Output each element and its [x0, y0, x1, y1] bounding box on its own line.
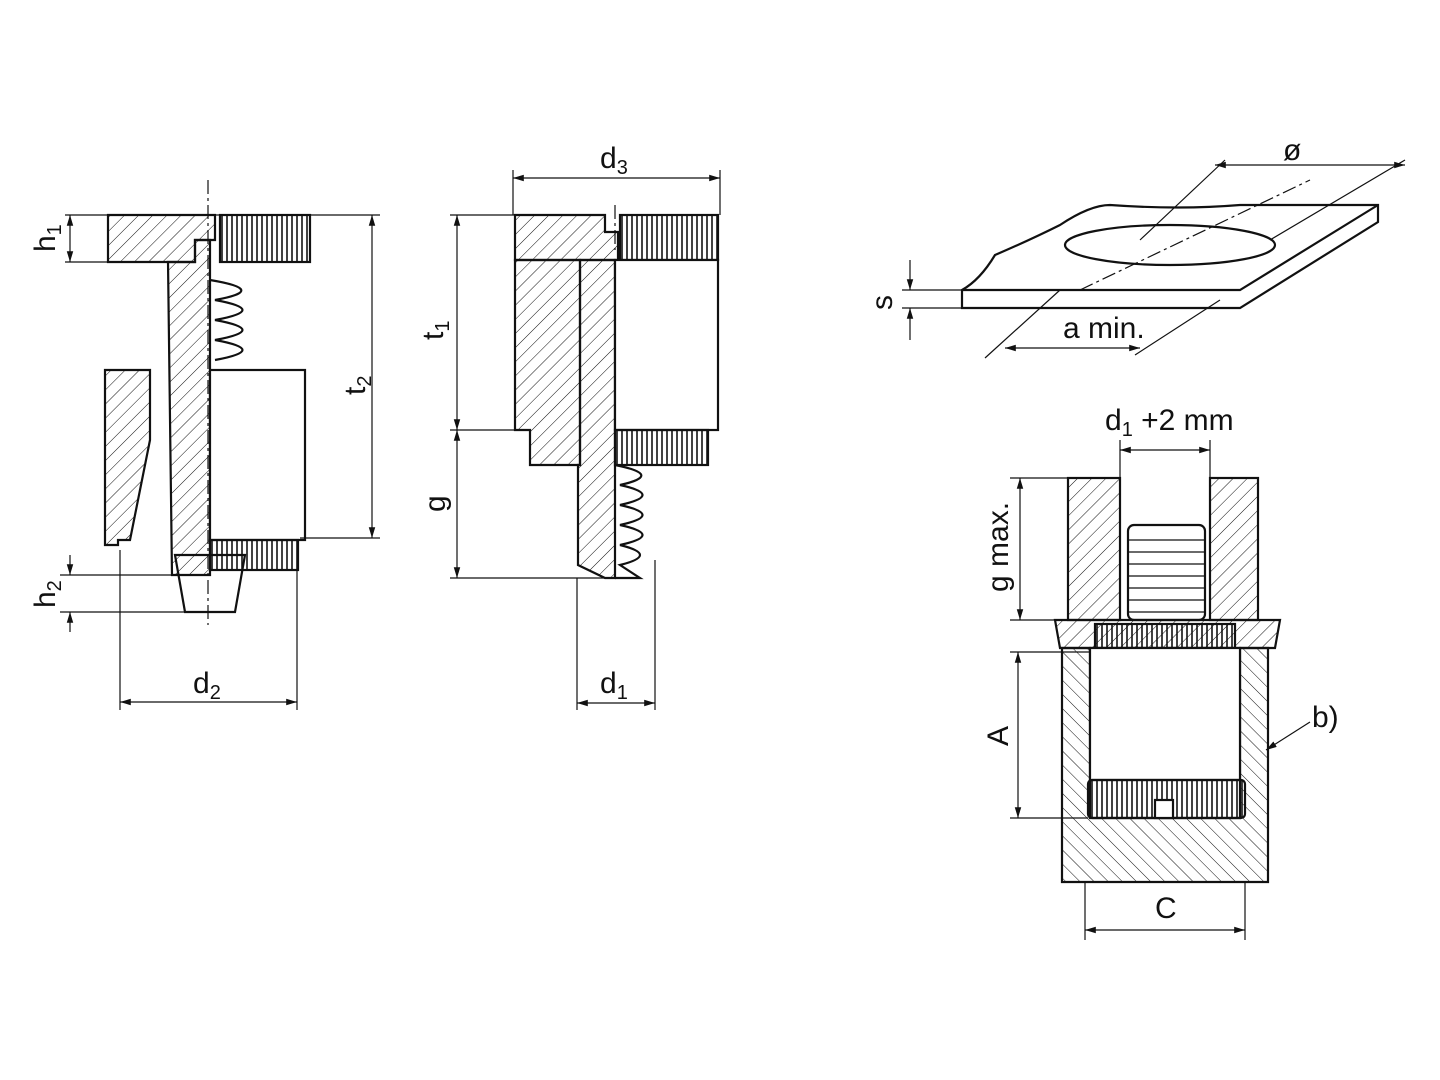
fastener-left-view: h1 t2 h2 d2: [29, 180, 380, 710]
fastener-middle-view: d3 t1 g d1: [417, 142, 721, 710]
dimension-g: g: [419, 495, 452, 512]
dimension-a-min: a min.: [1063, 312, 1145, 345]
dimension-d3: d3: [600, 142, 628, 179]
dimension-C: C: [1155, 892, 1177, 925]
note-b: b): [1312, 701, 1339, 734]
installed-assembly-view: d1 +2 mm g max. A b) C: [982, 404, 1339, 940]
sheet-plate-view: ø s a min.: [866, 134, 1406, 359]
dimension-h2: h2: [29, 580, 66, 608]
dimension-s: s: [866, 295, 899, 310]
dimension-d2: d2: [193, 667, 221, 704]
dimension-A: A: [982, 726, 1015, 746]
dimension-t2: t2: [339, 376, 376, 395]
dimension-t1: t1: [417, 321, 454, 340]
dimension-hole-diameter: d1 +2 mm: [1105, 404, 1234, 441]
dimension-diameter: ø: [1283, 134, 1301, 167]
dimension-d1: d1: [600, 667, 628, 704]
dimension-g-max: g max.: [982, 502, 1015, 592]
dimension-h1: h1: [29, 224, 66, 252]
